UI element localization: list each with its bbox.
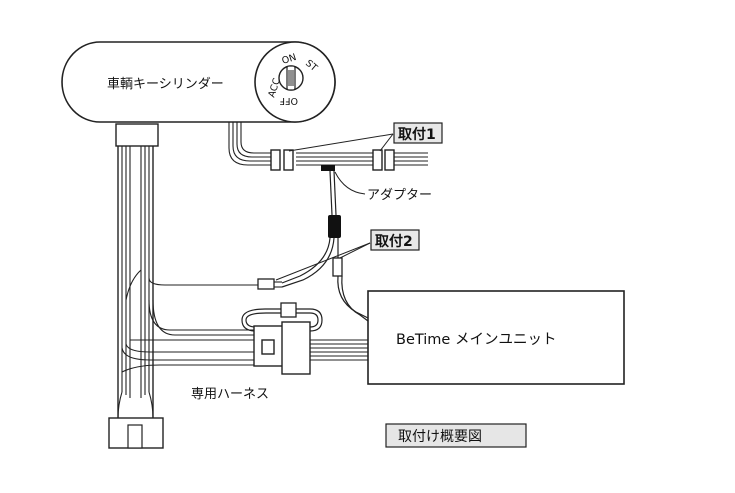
adapter-callout: アダプター bbox=[334, 171, 432, 203]
mount2-label: 取付2 bbox=[375, 233, 413, 250]
harness-splice bbox=[257, 278, 275, 290]
main-unit-label: BeTime メインユニット bbox=[396, 332, 556, 348]
mount1-callout: 取付1 bbox=[288, 122, 443, 152]
harness-top-connector bbox=[115, 123, 159, 147]
unit-wires bbox=[310, 339, 368, 361]
harness-label: 専用ハーネス bbox=[191, 387, 269, 402]
harness-loop-connector bbox=[280, 302, 297, 318]
cylinder-label: 車輌キーシリンダー bbox=[107, 77, 224, 92]
mount1-label: 取付1 bbox=[398, 126, 436, 143]
adapter-fuse-icon bbox=[328, 215, 341, 238]
mount1-connectors bbox=[270, 149, 395, 171]
adapter-label: アダプター bbox=[367, 188, 432, 203]
adapter-connector bbox=[332, 257, 343, 277]
main-harness-connector bbox=[253, 321, 311, 375]
harness-outline bbox=[117, 144, 154, 418]
adapter-wires bbox=[281, 170, 369, 322]
main-unit: BeTime メインユニット bbox=[367, 290, 625, 385]
key-cylinder: 車輌キーシリンダー ACC ON ST OFF bbox=[61, 41, 336, 123]
cylinder-wires bbox=[228, 122, 428, 166]
adapter-tap bbox=[321, 165, 335, 171]
harness-loop bbox=[241, 308, 323, 332]
harness-bottom-connector bbox=[108, 417, 164, 449]
key-on-label: ON bbox=[281, 52, 298, 67]
caption-label: 取付け概要図 bbox=[398, 429, 482, 445]
mount2-callout: 取付2 bbox=[275, 229, 420, 281]
key-off-label: OFF bbox=[280, 95, 298, 106]
caption-box: 取付け概要図 bbox=[385, 423, 527, 448]
harness-bundle bbox=[117, 144, 260, 419]
